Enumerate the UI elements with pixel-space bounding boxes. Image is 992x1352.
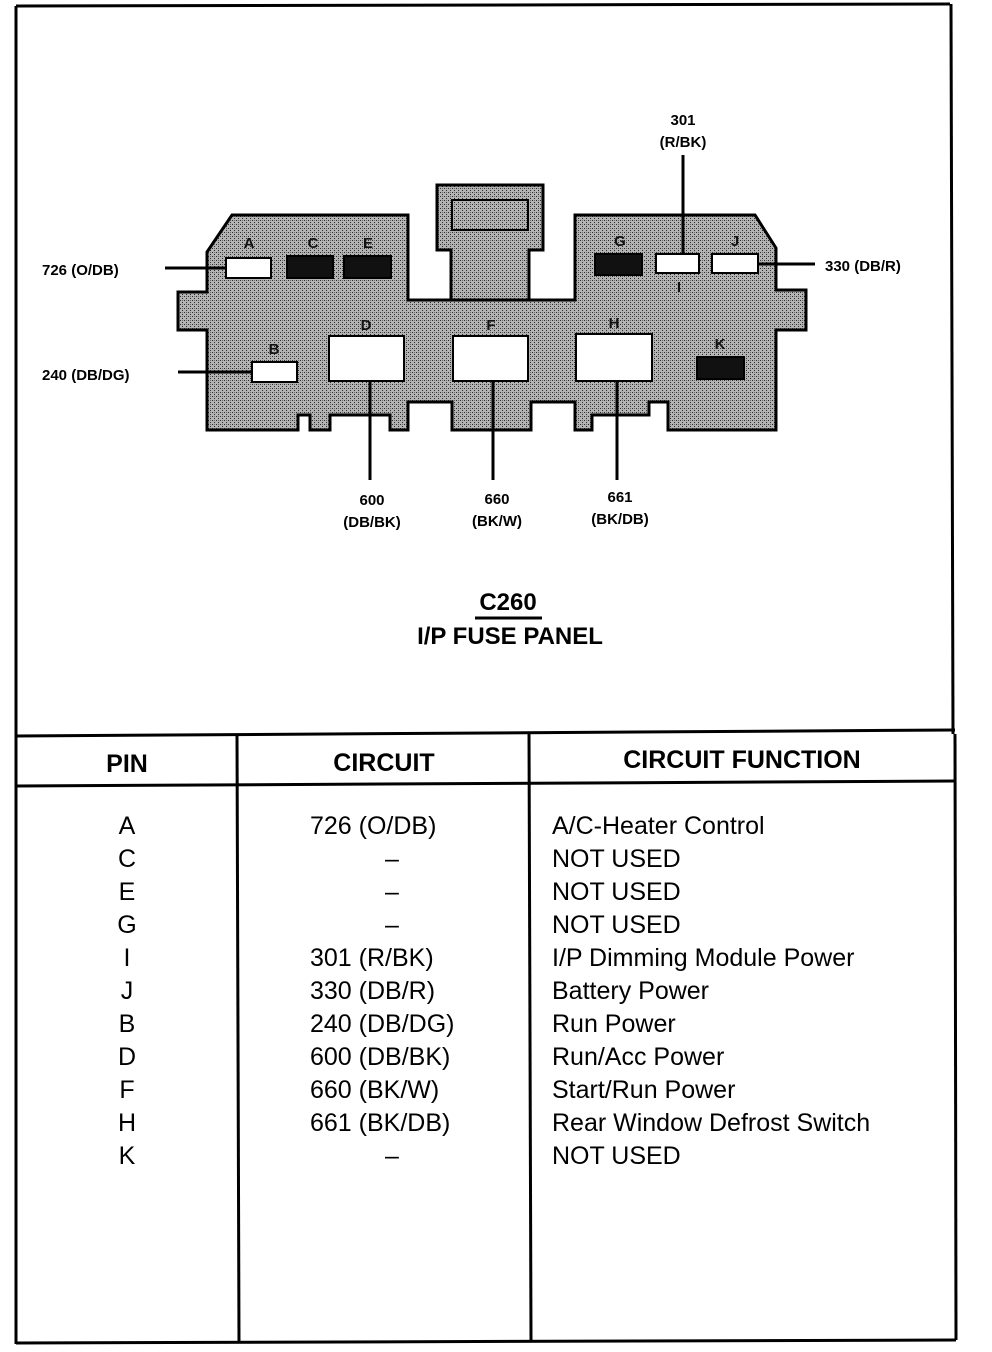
table-cell-function: Run/Acc Power xyxy=(552,1043,724,1071)
fuse-panel-connector: A C E G I J B D F H K xyxy=(176,183,808,432)
pin-label-i: I xyxy=(677,279,681,296)
pin-label-c: C xyxy=(308,235,319,252)
callout-i-color: (R/BK) xyxy=(660,134,707,151)
pin-f-cavity xyxy=(452,335,529,382)
table-cell-function: Battery Power xyxy=(552,977,709,1005)
table-cell-pin: J xyxy=(121,977,134,1005)
header-circuit-function: CIRCUIT FUNCTION xyxy=(623,746,860,774)
connector-name: I/P FUSE PANEL xyxy=(417,623,603,650)
table-cell-function: NOT USED xyxy=(552,911,681,939)
pin-i-cavity xyxy=(655,253,700,274)
header-pin: PIN xyxy=(106,750,148,778)
callout-h-color: (BK/DB) xyxy=(591,511,649,528)
table-cell-function: I/P Dimming Module Power xyxy=(552,944,854,972)
callout-h-circuit: 661 xyxy=(607,489,632,506)
table-cell-pin: A xyxy=(119,812,136,840)
table-cell-circuit: 600 (DB/BK) xyxy=(310,1043,450,1071)
callout-f-color: (BK/W) xyxy=(472,513,522,530)
connector-title: C260 I/P FUSE PANEL xyxy=(417,589,603,650)
table-cell-pin: G xyxy=(117,911,136,939)
table-cell-function: A/C-Heater Control xyxy=(552,812,765,840)
table-cell-circuit: 660 (BK/W) xyxy=(310,1076,439,1104)
callout-i-circuit: 301 xyxy=(670,112,695,129)
page-frame xyxy=(14,2,958,1345)
pin-b-cavity xyxy=(251,361,298,383)
table-cell-function: Start/Run Power xyxy=(552,1076,735,1104)
table-cell-pin: H xyxy=(118,1109,136,1137)
table-cell-circuit: 726 (O/DB) xyxy=(310,812,436,840)
pin-g-cavity xyxy=(594,253,643,276)
callout-labels: 726 (O/DB) 240 (DB/DG) 301 (R/BK) 330 (D… xyxy=(42,112,901,531)
pin-table: PIN CIRCUIT CIRCUIT FUNCTION A 726 (O/DB)… xyxy=(15,728,956,1343)
table-cell-circuit: 330 (DB/R) xyxy=(310,977,435,1005)
table-cell-function: Run Power xyxy=(552,1010,676,1038)
pin-label-h: H xyxy=(609,315,620,332)
callout-d-color: (DB/BK) xyxy=(343,514,401,531)
pin-d-cavity xyxy=(328,335,405,382)
table-cell-function: NOT USED xyxy=(552,1142,681,1170)
callout-b: 240 (DB/DG) xyxy=(42,367,130,384)
table-cell-circuit: – xyxy=(385,911,399,939)
table-cell-circuit: – xyxy=(385,1142,399,1170)
table-cell-pin: I xyxy=(124,944,131,972)
callout-a: 726 (O/DB) xyxy=(42,262,119,279)
pin-a-cavity xyxy=(225,257,272,279)
pin-label-d: D xyxy=(361,317,372,334)
table-cell-function: NOT USED xyxy=(552,878,681,906)
pin-label-f: F xyxy=(486,317,495,334)
table-cell-pin: D xyxy=(118,1043,136,1071)
table-cell-pin: C xyxy=(118,845,136,873)
table-cell-pin: F xyxy=(119,1076,134,1104)
table-cell-function: Rear Window Defrost Switch xyxy=(552,1109,870,1137)
table-cell-circuit: 240 (DB/DG) xyxy=(310,1010,454,1038)
pin-label-k: K xyxy=(715,336,726,353)
pin-label-j: J xyxy=(731,233,739,250)
pin-c-cavity xyxy=(286,255,334,279)
pin-e-cavity xyxy=(343,255,392,279)
connector-id: C260 xyxy=(479,589,536,616)
callout-j: 330 (DB/R) xyxy=(825,258,901,275)
table-cell-pin: K xyxy=(119,1142,136,1170)
callout-f-circuit: 660 xyxy=(484,491,509,508)
leader-lines xyxy=(165,155,815,480)
table-cell-circuit: – xyxy=(385,878,399,906)
header-circuit: CIRCUIT xyxy=(333,749,434,777)
pin-k-cavity xyxy=(696,356,745,380)
pin-h-cavity xyxy=(575,333,653,382)
table-cell-function: NOT USED xyxy=(552,845,681,873)
table-cell-circuit: 661 (BK/DB) xyxy=(310,1109,450,1137)
table-cell-circuit: 301 (R/BK) xyxy=(310,944,434,972)
pin-j-cavity xyxy=(711,253,759,274)
table-cell-pin: E xyxy=(119,878,136,906)
pin-label-a: A xyxy=(244,235,255,252)
table-cell-pin: B xyxy=(119,1010,136,1038)
pin-label-e: E xyxy=(363,235,373,252)
pin-label-g: G xyxy=(614,233,626,250)
callout-d-circuit: 600 xyxy=(359,492,384,509)
pin-label-b: B xyxy=(269,341,280,358)
table-cell-circuit: – xyxy=(385,845,399,873)
